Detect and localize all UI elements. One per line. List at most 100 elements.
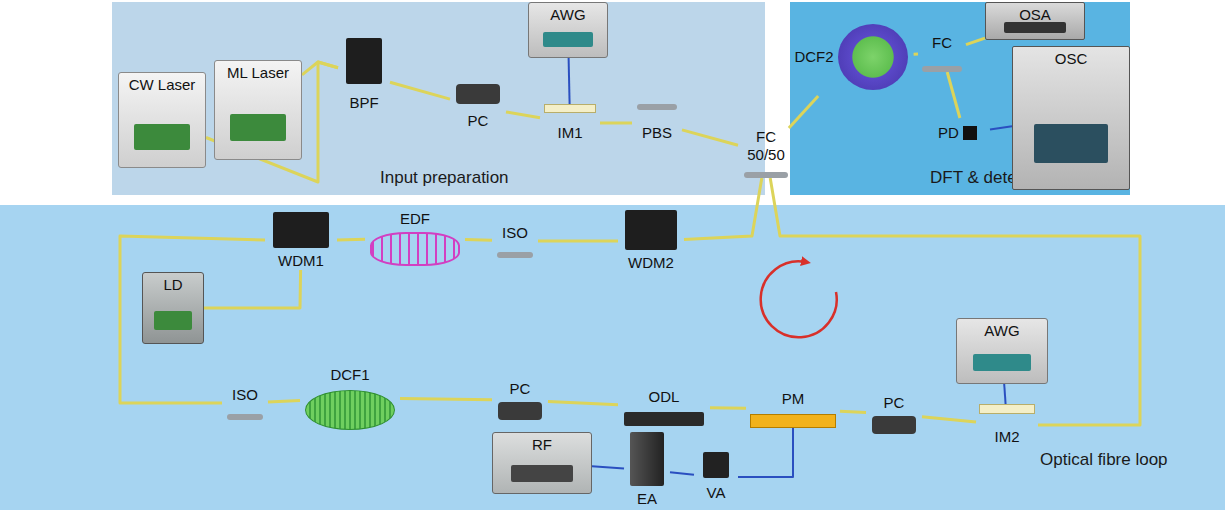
pc-device [872, 416, 916, 434]
device-node: IM1 [540, 104, 600, 142]
optical-fibre [120, 236, 265, 403]
electrical-cable [670, 472, 694, 475]
optical-fibre [302, 62, 338, 75]
device-node: EDF [365, 210, 465, 266]
device-node: RF [492, 432, 592, 494]
component-label: DCF2 [794, 48, 833, 66]
device-node: IM2 [976, 404, 1038, 446]
device-node: WDM1 [265, 212, 337, 270]
device-node: PD [938, 118, 990, 148]
optical-fibre [548, 401, 618, 404]
device-node: WDM2 [618, 210, 684, 272]
device-node: BPF [338, 38, 390, 112]
device-node: AWG [528, 2, 608, 58]
component-label: RF [532, 436, 552, 454]
component-label: ISO [232, 386, 258, 404]
optical-fibre [684, 178, 762, 239]
bar-device [744, 172, 788, 178]
device-screen [1004, 22, 1067, 32]
im-device [979, 404, 1035, 414]
panel-region: Input preparation CW Laser ML LaserBPF PC AW… [112, 2, 765, 195]
device-node: ISO [492, 224, 538, 258]
optical-fibre [770, 178, 1140, 425]
panel-label: Input preparation [380, 168, 509, 188]
panel-ground [112, 2, 765, 195]
device-node: ISO [222, 386, 268, 420]
circulation-arrow [761, 261, 837, 337]
device-node: FC 50/50 [738, 128, 794, 178]
component-label: FC 50/50 [744, 128, 788, 164]
component-label: LD [163, 276, 182, 294]
panel-region: Optical fibre loopWDM1EDFISOWDM2LDISODCF… [0, 205, 1225, 510]
device-node: DCF2 [794, 18, 913, 96]
device-node: FC [918, 34, 966, 72]
component-label: VA [707, 484, 726, 502]
odl-device [624, 412, 704, 426]
optical-fibre [789, 96, 818, 128]
panel-ground [0, 205, 1225, 510]
panel-label: Optical fibre loop [1040, 450, 1168, 470]
optical-fibre [390, 82, 450, 99]
osc-device [1012, 46, 1130, 190]
electrical-cable [738, 428, 793, 477]
bar-device [497, 252, 533, 258]
optical-fibre [600, 122, 632, 125]
device-screen [230, 114, 285, 141]
black-device [273, 212, 329, 248]
pm-device [750, 414, 836, 428]
panel-region: DFT & detectionDCF2FCOSAOSCPD [790, 2, 1130, 195]
optical-fibre [268, 400, 300, 402]
cyl-device [305, 390, 395, 430]
device-screen [1034, 124, 1108, 164]
bar-device [922, 66, 962, 72]
device-node: PM [746, 390, 840, 428]
electrical-cable [569, 58, 570, 104]
optical-fibre [922, 417, 976, 422]
va-device [703, 452, 729, 478]
component-label: PD [938, 124, 959, 142]
component-label: PC [468, 112, 489, 130]
component-label: ODL [649, 388, 680, 406]
component-label: WDM2 [628, 254, 674, 272]
device-node: CW Laser [118, 72, 206, 168]
panel-ground [790, 2, 1130, 195]
optical-fibre [538, 240, 618, 243]
ea-device [630, 432, 664, 486]
device-node: ML Laser [214, 60, 302, 160]
component-label: AWG [550, 6, 585, 24]
component-label: IM2 [994, 428, 1019, 446]
im-device [544, 104, 596, 113]
electrical-cable [1004, 384, 1005, 404]
optical-fibre [710, 406, 746, 410]
electrical-cable [592, 466, 624, 468]
component-label: IM1 [557, 124, 582, 142]
component-label: PM [782, 390, 805, 408]
optical-fibre [966, 38, 985, 45]
optical-fibre [682, 130, 738, 145]
component-label: PBS [642, 124, 672, 142]
black-device [625, 210, 677, 250]
component-label: ISO [502, 224, 528, 242]
optical-fibre [914, 53, 918, 56]
optical-fibre [337, 238, 365, 242]
component-label: ML Laser [227, 64, 289, 82]
device-node: PC [866, 394, 922, 434]
device-node: OSA [985, 2, 1085, 40]
spool-device [838, 24, 908, 90]
component-label: OSC [1055, 50, 1088, 68]
component-label: EA [637, 490, 657, 508]
component-label: WDM1 [278, 252, 324, 270]
pc-device [456, 84, 500, 104]
device-node: PBS [632, 104, 682, 142]
bar-device [227, 414, 263, 420]
optical-fibre [204, 270, 301, 308]
optical-fibre [400, 399, 492, 400]
device-node: EA [624, 432, 670, 508]
device-node: LD [142, 272, 204, 344]
component-label: FC [932, 34, 952, 52]
device-node: VA [694, 452, 738, 502]
device-node: AWG [956, 318, 1048, 384]
component-label: BPF [349, 94, 378, 112]
device-screen [973, 354, 1031, 372]
